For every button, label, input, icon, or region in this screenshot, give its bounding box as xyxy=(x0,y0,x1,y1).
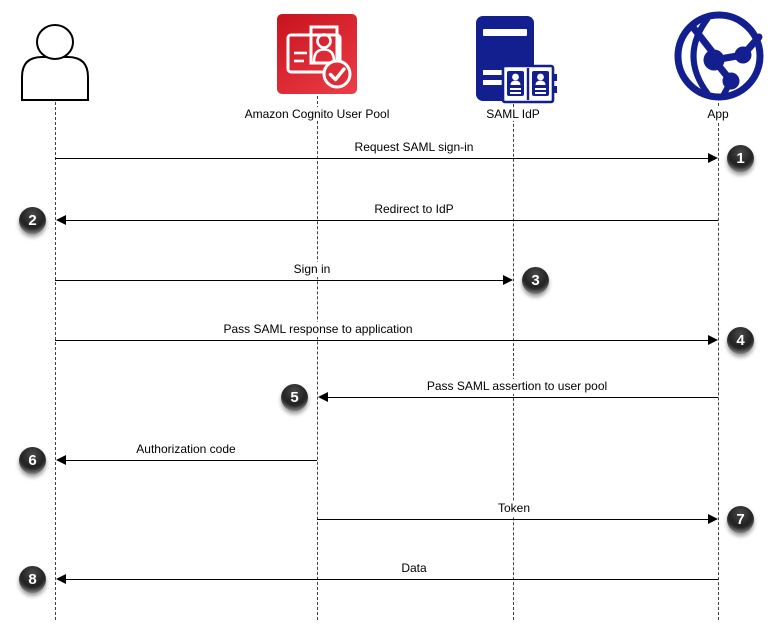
actor-label-app: App xyxy=(704,107,732,121)
message-arrowhead xyxy=(503,275,513,285)
lifeline-cognito xyxy=(317,96,318,620)
message-arrow-line xyxy=(55,340,708,341)
message-label: Pass SAML response to application xyxy=(219,322,417,337)
message-arrowhead xyxy=(708,514,718,524)
message-arrow-line xyxy=(65,220,718,221)
message-arrow-line xyxy=(327,397,718,398)
message-arrow-line xyxy=(55,280,503,281)
step-badge: 3 xyxy=(522,267,549,294)
step-badge: 6 xyxy=(19,447,46,474)
message-label: Redirect to IdP xyxy=(370,202,458,217)
app-globe-icon xyxy=(672,9,766,103)
actor-label-idp: SAML IdP xyxy=(483,107,543,121)
message-arrow-line xyxy=(65,460,317,461)
message-label: Pass SAML assertion to user pool xyxy=(422,379,612,394)
message-arrow-line xyxy=(55,158,708,159)
step-badge: 2 xyxy=(19,207,46,234)
message-label: Sign in xyxy=(289,262,335,277)
message-arrowhead xyxy=(708,153,718,163)
person-icon xyxy=(19,24,91,102)
step-badge: 4 xyxy=(727,327,754,354)
actor-label-cognito: Amazon Cognito User Pool xyxy=(241,107,393,121)
lifeline-app xyxy=(718,103,719,620)
lifeline-user xyxy=(55,102,56,620)
message-arrowhead xyxy=(56,574,66,584)
step-badge: 7 xyxy=(727,506,754,533)
cognito-user-pool-icon xyxy=(277,14,357,94)
message-arrow-line xyxy=(317,519,708,520)
message-label: Token xyxy=(493,501,535,516)
message-label: Authorization code xyxy=(132,442,240,457)
message-arrow-line xyxy=(65,579,718,580)
message-arrowhead xyxy=(56,455,66,465)
message-arrowhead xyxy=(56,215,66,225)
message-label: Data xyxy=(397,561,431,576)
message-label: Request SAML sign-in xyxy=(350,140,478,155)
message-arrowhead xyxy=(318,392,328,402)
step-badge: 8 xyxy=(19,566,46,593)
lifeline-idp xyxy=(513,104,514,620)
step-badge: 5 xyxy=(281,384,308,411)
saml-idp-server-icon xyxy=(466,14,564,106)
message-arrowhead xyxy=(708,335,718,345)
step-badge: 1 xyxy=(727,145,754,172)
